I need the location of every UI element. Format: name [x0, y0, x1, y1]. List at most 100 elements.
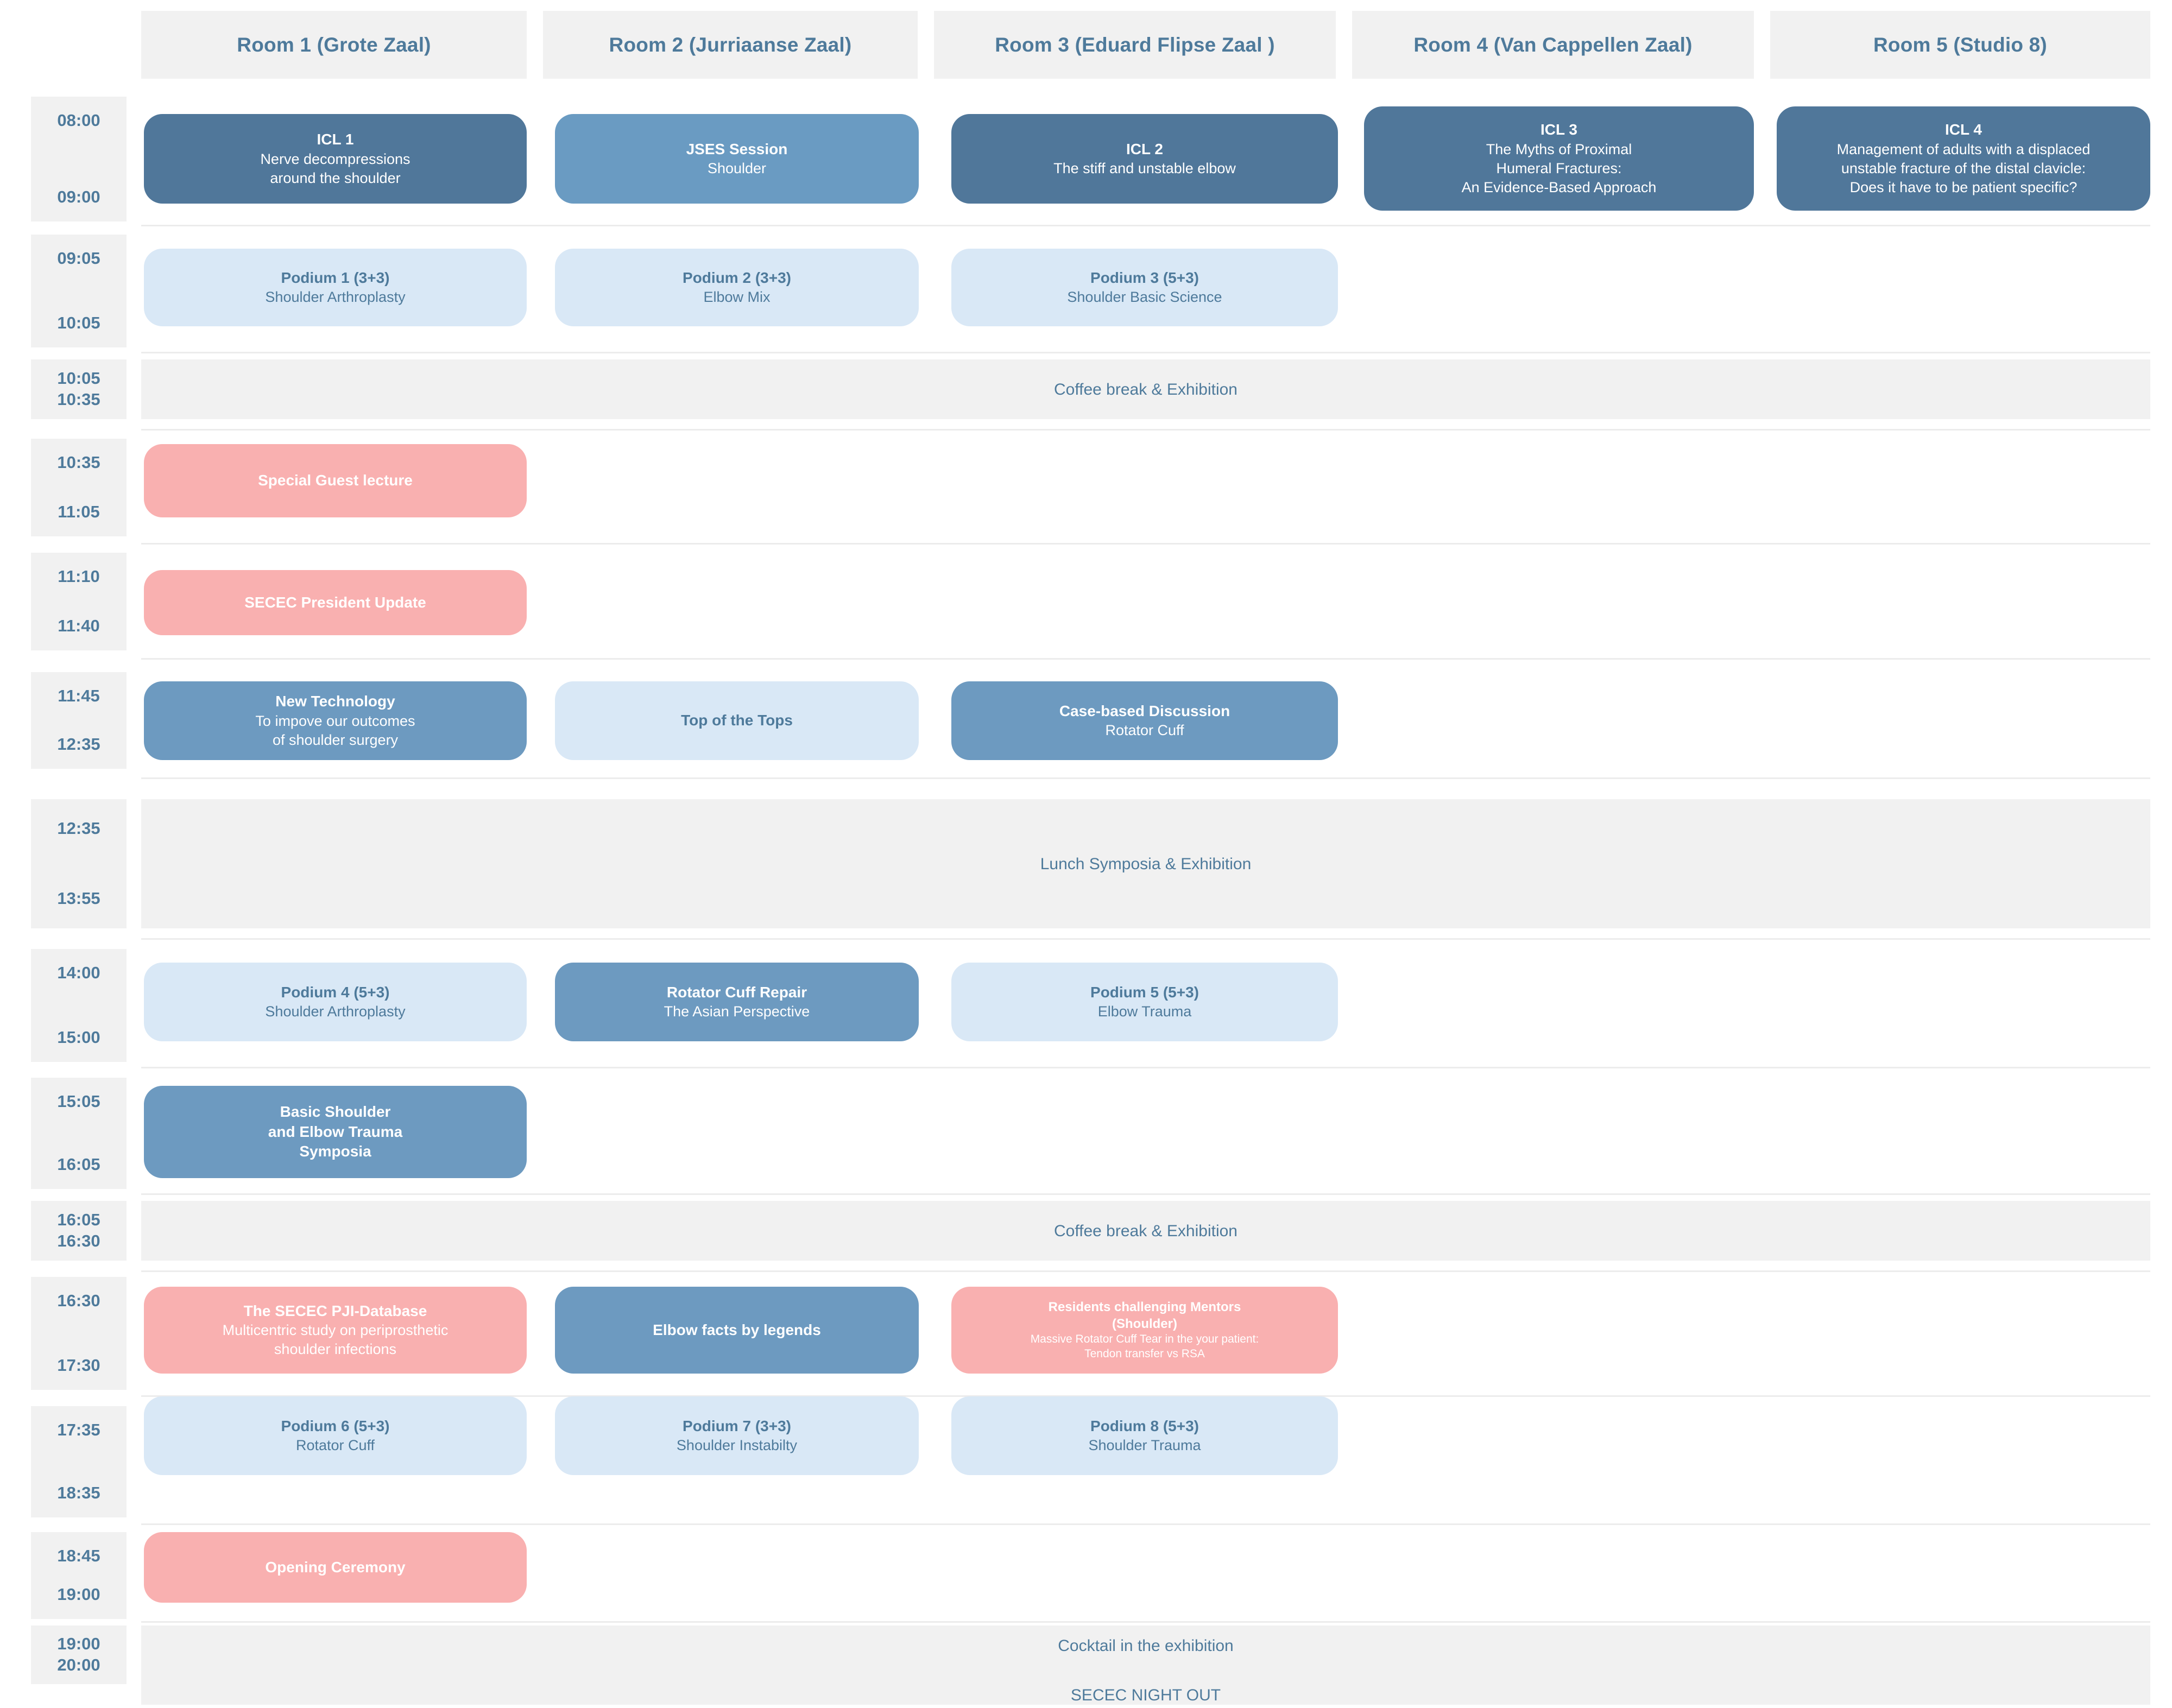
session-podium-1[interactable]: Podium 1 (3+3) Shoulder Arthroplasty	[144, 249, 527, 326]
time-cell-0905: 09:05 10:05	[31, 235, 127, 347]
time-end-1235: 12:35	[57, 735, 100, 754]
session-icl-2[interactable]: ICL 2 The stiff and unstable elbow	[951, 114, 1338, 204]
row-separator-1	[141, 225, 2150, 226]
row-separator-3	[141, 429, 2150, 431]
time-start-1400: 14:00	[57, 963, 100, 982]
session-icl-2-title: ICL 2	[1126, 140, 1163, 157]
session-special-guest-lecture[interactable]: Special Guest lecture	[144, 444, 527, 517]
room-header-1[interactable]: Room 1 (Grote Zaal)	[141, 11, 527, 79]
time-start-1735: 17:35	[57, 1420, 100, 1439]
session-icl-1[interactable]: ICL 1 Nerve decompressions around the sh…	[144, 114, 527, 204]
session-secec-pji-database[interactable]: The SECEC PJI-Database Multicentric stud…	[144, 1287, 527, 1374]
session-basic-shoulder-elbow-trauma-symposia[interactable]: Basic Shoulder and Elbow Trauma Symposia	[144, 1086, 527, 1178]
time-end-1035-break: 10:35	[57, 390, 100, 409]
session-icl-3-sub2: Humeral Fractures:	[1496, 160, 1622, 176]
room-header-3-label: Room 3 (Eduard Flipse Zaal )	[995, 33, 1275, 56]
session-jses-sub1: Shoulder	[707, 160, 767, 177]
time-start-1235-lunch: 12:35	[57, 819, 100, 838]
time-cell-1735: 17:35 18:35	[31, 1406, 127, 1517]
session-podium-6-sub1: Rotator Cuff	[295, 1437, 375, 1454]
session-podium-5[interactable]: Podium 5 (5+3) Elbow Trauma	[951, 963, 1338, 1041]
session-icl-1-sub1: Nerve decompressions	[260, 150, 411, 167]
row-separator-10	[141, 1270, 2150, 1272]
time-end-1835: 18:35	[57, 1483, 100, 1503]
time-cell-1145: 11:45 12:35	[31, 672, 127, 769]
time-start-1145: 11:45	[58, 686, 100, 705]
room-header-5[interactable]: Room 5 (Studio 8)	[1770, 11, 2150, 79]
time-start-1035: 10:35	[57, 453, 100, 472]
session-secec-pji-database-title: The SECEC PJI-Database	[243, 1302, 427, 1319]
time-end-1105: 11:05	[58, 502, 100, 522]
session-podium-4-sub1: Shoulder Arthroplasty	[265, 1003, 406, 1020]
session-secec-president-update[interactable]: SECEC President Update	[144, 570, 527, 635]
row-separator-2	[141, 352, 2150, 353]
session-podium-8[interactable]: Podium 8 (5+3) Shoulder Trauma	[951, 1396, 1338, 1475]
session-residents-sub1: Massive Rotator Cuff Tear in the your pa…	[1030, 1333, 1259, 1346]
session-podium-6[interactable]: Podium 6 (5+3) Rotator Cuff	[144, 1396, 527, 1475]
session-icl-4[interactable]: ICL 4 Management of adults with a displa…	[1777, 106, 2150, 211]
session-podium-5-title: Podium 5 (5+3)	[1090, 983, 1199, 1001]
room-header-4[interactable]: Room 4 (Van Cappellen Zaal)	[1352, 11, 1754, 79]
session-podium-7-sub1: Shoulder Instabilty	[676, 1437, 798, 1454]
row-separator-12	[141, 1523, 2150, 1525]
session-podium-3-title: Podium 3 (5+3)	[1090, 269, 1199, 286]
time-start-0905: 09:05	[57, 249, 100, 268]
time-end-1005: 10:05	[57, 313, 100, 333]
session-podium-5-sub1: Elbow Trauma	[1097, 1003, 1192, 1020]
row-separator-5	[141, 658, 2150, 660]
session-new-technology-sub1: To impove our outcomes	[255, 712, 415, 729]
room-header-3[interactable]: Room 3 (Eduard Flipse Zaal )	[934, 11, 1336, 79]
session-new-technology-title: New Technology	[275, 693, 395, 710]
session-new-technology[interactable]: New Technology To impove our outcomes of…	[144, 681, 527, 760]
row-separator-13	[141, 1621, 2150, 1623]
room-header-2-label: Room 2 (Jurriaanse Zaal)	[609, 33, 852, 56]
session-residents-challenging-mentors[interactable]: Residents challenging Mentors (Shoulder)…	[951, 1287, 1338, 1374]
session-special-guest-lecture-title: Special Guest lecture	[258, 472, 413, 489]
time-start-1505: 15:05	[57, 1092, 100, 1111]
session-new-technology-sub2: of shoulder surgery	[272, 731, 399, 748]
session-jses-title: JSES Session	[686, 140, 788, 157]
break-band-coffee-2: Coffee break & Exhibition	[141, 1201, 2150, 1261]
session-icl-1-sub2: around the shoulder	[270, 169, 401, 186]
row-separator-8	[141, 1067, 2150, 1068]
session-top-of-the-tops[interactable]: Top of the Tops	[555, 681, 919, 760]
time-end-1730: 17:30	[57, 1356, 100, 1375]
session-case-based-discussion-title: Case-based Discussion	[1059, 702, 1230, 719]
session-top-of-the-tops-title: Top of the Tops	[681, 712, 793, 729]
evening-band: Cocktail in the exhibition SECEC NIGHT O…	[141, 1625, 2150, 1705]
session-elbow-facts-by-legends[interactable]: Elbow facts by legends	[555, 1287, 919, 1374]
row-separator-11	[141, 1395, 2150, 1397]
break-band-coffee-2-label: Coffee break & Exhibition	[1054, 1222, 1237, 1240]
room-header-5-label: Room 5 (Studio 8)	[1873, 33, 2047, 56]
session-residents-line1: Residents challenging Mentors	[1048, 1299, 1241, 1314]
evening-band-cocktail-label: Cocktail in the exhibition	[1058, 1637, 1234, 1655]
session-rotator-cuff-repair[interactable]: Rotator Cuff Repair The Asian Perspectiv…	[555, 963, 919, 1041]
time-cell-1605-break: 16:05 16:30	[31, 1201, 127, 1261]
session-icl-3[interactable]: ICL 3 The Myths of Proximal Humeral Frac…	[1364, 106, 1754, 211]
session-opening-ceremony[interactable]: Opening Ceremony	[144, 1532, 527, 1603]
session-icl-4-sub1: Management of adults with a displaced	[1836, 141, 2091, 157]
time-cell-1400: 14:00 15:00	[31, 949, 127, 1062]
session-podium-2[interactable]: Podium 2 (3+3) Elbow Mix	[555, 249, 919, 326]
room-header-2[interactable]: Room 2 (Jurriaanse Zaal)	[543, 11, 918, 79]
session-case-based-discussion[interactable]: Case-based Discussion Rotator Cuff	[951, 681, 1338, 760]
session-podium-7-title: Podium 7 (3+3)	[683, 1417, 791, 1434]
session-podium-4[interactable]: Podium 4 (5+3) Shoulder Arthroplasty	[144, 963, 527, 1041]
time-end-1900: 19:00	[57, 1585, 100, 1604]
break-band-coffee-1-label: Coffee break & Exhibition	[1054, 380, 1237, 398]
time-cell-1110: 11:10 11:40	[31, 553, 127, 650]
session-podium-7[interactable]: Podium 7 (3+3) Shoulder Instabilty	[555, 1396, 919, 1475]
time-start-1630: 16:30	[57, 1291, 100, 1310]
session-podium-3[interactable]: Podium 3 (5+3) Shoulder Basic Science	[951, 249, 1338, 326]
row-separator-6	[141, 777, 2150, 779]
time-start-1005-break: 10:05	[57, 369, 100, 388]
time-start-1605-break: 16:05	[57, 1210, 100, 1230]
session-icl-4-sub2: unstable fracture of the distal clavicle…	[1841, 160, 2086, 176]
time-cell-1005-break: 10:05 10:35	[31, 359, 127, 419]
session-opening-ceremony-title: Opening Ceremony	[265, 1558, 406, 1576]
session-jses[interactable]: JSES Session Shoulder	[555, 114, 919, 204]
room-header-row: Room 1 (Grote Zaal) Room 2 (Jurriaanse Z…	[0, 11, 2172, 79]
row-separator-7	[141, 938, 2150, 940]
session-basic-symposia-line1: Basic Shoulder	[280, 1103, 391, 1121]
